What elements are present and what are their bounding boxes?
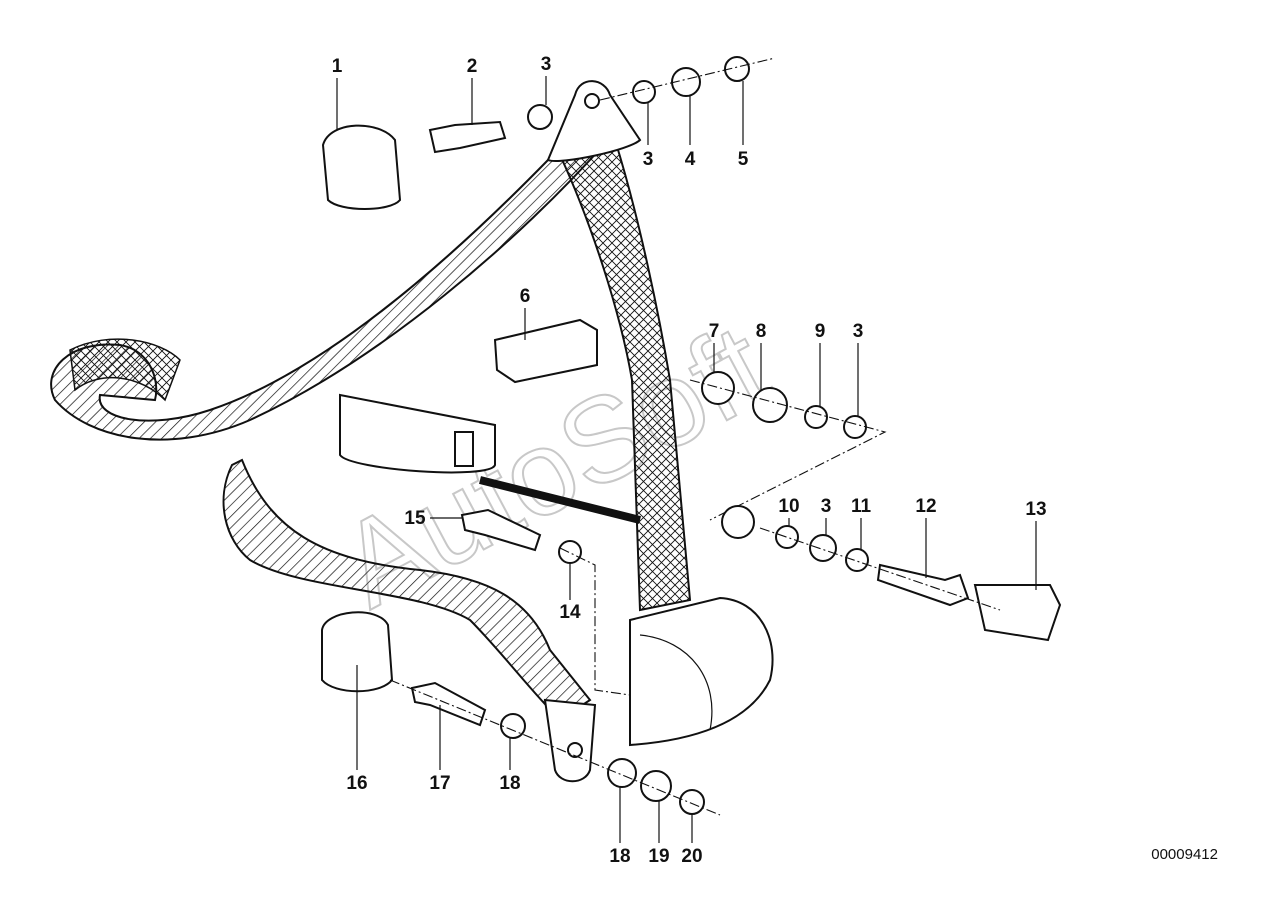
callout-3d: 3 (821, 496, 832, 535)
part-3-bushing (527, 104, 553, 130)
anchor-hole (584, 93, 600, 109)
callout-20: 20 (681, 814, 703, 867)
part-5-washer (724, 56, 750, 82)
callout-15: 15 (404, 508, 462, 529)
callout-label: 9 (815, 321, 826, 342)
callout-14: 14 (559, 563, 581, 623)
part-20-washer (679, 789, 705, 815)
vertical-belt-strap (558, 138, 692, 612)
part-3-washer-top (632, 80, 656, 104)
callout-label: 1 (332, 56, 343, 77)
lower-belt-strap (222, 458, 592, 722)
axis-line-right (759, 527, 1001, 611)
callout-12: 12 (915, 496, 937, 578)
callout-6: 6 (520, 286, 531, 340)
part-4-spacer (671, 67, 701, 97)
callout-7: 7 (709, 321, 720, 372)
callout-label: 14 (559, 602, 581, 623)
callout-label: 13 (1025, 499, 1046, 520)
callout-5: 5 (738, 81, 749, 170)
callout-label: 18 (609, 846, 630, 867)
callout-1: 1 (332, 56, 343, 130)
part-18-washer (607, 758, 637, 788)
part-3-washer-mid (843, 415, 867, 439)
upper-anchor-plate (546, 80, 642, 162)
diagram-reference-number: 00009412 (1151, 846, 1218, 863)
callout-label: 10 (778, 496, 799, 517)
callout-label: 3 (541, 54, 552, 75)
callout-11: 11 (851, 496, 872, 549)
axis-line-bottom (389, 679, 721, 816)
callout-4: 4 (685, 96, 696, 170)
part-8-sleeve (752, 387, 788, 423)
callout-2: 2 (467, 56, 478, 125)
callout-19: 19 (648, 801, 670, 867)
part-12-bolt (876, 563, 970, 607)
part-19-spacer (640, 770, 672, 802)
axis-line-14 (559, 547, 631, 696)
callout-label: 7 (709, 321, 720, 342)
callout-label: 3 (643, 149, 654, 170)
callout-label: 18 (499, 773, 520, 794)
callout-10: 10 (778, 496, 800, 526)
callout-label: 11 (851, 496, 872, 517)
callout-17: 17 (429, 705, 451, 794)
part-1-cover-cap (321, 124, 402, 210)
callout-label: 15 (404, 508, 426, 529)
callout-label: 6 (520, 286, 531, 307)
callout-3a: 3 (541, 54, 552, 105)
callout-13: 13 (1025, 499, 1047, 590)
axis-line-mid (689, 379, 887, 521)
part-7-bushing (701, 371, 735, 405)
lower-anchor-hole (567, 742, 583, 758)
callout-label: 8 (756, 321, 767, 342)
buckle-release-button (454, 431, 474, 467)
callout-16: 16 (346, 665, 368, 794)
part-18-washer-left (500, 713, 526, 739)
part-6-guide (493, 318, 598, 384)
callout-label: 5 (738, 149, 749, 170)
callout-label: 19 (648, 846, 669, 867)
callout-label: 12 (915, 496, 936, 517)
callout-18b: 18 (609, 787, 631, 867)
retractor-cover-lines (639, 634, 713, 731)
callout-label: 3 (821, 496, 832, 517)
callout-8: 8 (756, 321, 767, 390)
part-10-bushing (775, 525, 799, 549)
part-10-spacer (721, 505, 755, 539)
belt-loop (69, 338, 181, 402)
callout-label: 3 (853, 321, 864, 342)
part-14-washer (558, 540, 582, 564)
callout-3b: 3 (643, 103, 654, 170)
callout-label: 20 (681, 846, 702, 867)
part-13-cover-cap (973, 584, 1062, 642)
callout-label: 2 (467, 56, 478, 77)
part-9-washer (804, 405, 828, 429)
callout-18a: 18 (499, 738, 521, 794)
part-3-washer-right (809, 534, 837, 562)
part-11-washer (845, 548, 869, 572)
callout-3c: 3 (853, 321, 864, 416)
part-2-bolt (428, 120, 507, 154)
part-15-bolt (460, 508, 542, 552)
callout-label: 4 (685, 149, 696, 170)
callout-label: 16 (346, 773, 367, 794)
part-16-cover-cap (321, 611, 394, 693)
axis-line-top (599, 57, 776, 101)
lower-anchor-plate (543, 698, 597, 783)
callout-label: 17 (429, 773, 450, 794)
buckle-stalk (479, 476, 641, 524)
callout-9: 9 (815, 321, 826, 406)
